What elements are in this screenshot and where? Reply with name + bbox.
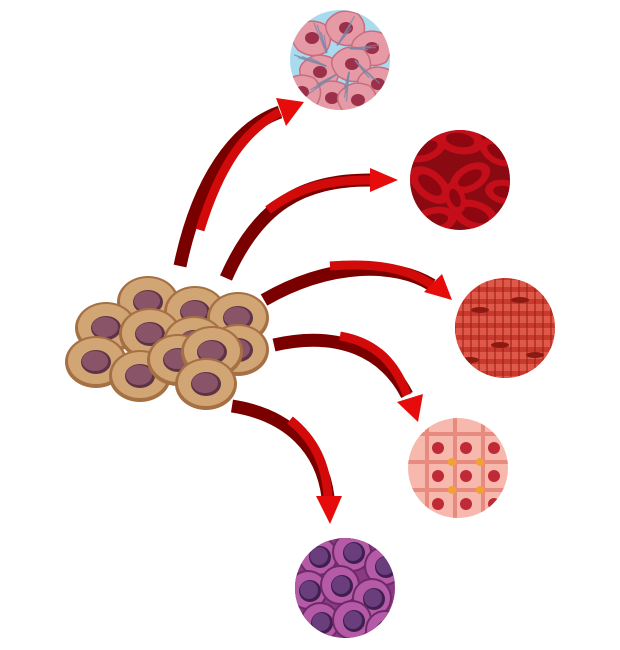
cardiac-nucleus xyxy=(460,442,472,454)
bone-cell-nucleus xyxy=(371,78,385,90)
cardiac-nucleus xyxy=(488,442,500,454)
red-blood-cell xyxy=(485,179,510,205)
arrow-to-bone-cells xyxy=(173,98,304,268)
bone-cell-nucleus xyxy=(295,86,309,98)
bone-cell-nucleus xyxy=(325,92,339,104)
arrow-to-red-blood-cells xyxy=(220,168,398,281)
muscle-nucleus xyxy=(491,342,509,348)
arrows xyxy=(173,98,452,524)
intercalated-disc xyxy=(448,486,456,494)
muscle-fiber xyxy=(455,328,555,335)
cardiac-nucleus xyxy=(432,470,444,482)
arrow-to-skeletal-muscle-cells xyxy=(260,260,452,306)
muscle-fiber xyxy=(455,316,555,323)
red-blood-cell xyxy=(410,166,451,204)
cardiac-nucleus xyxy=(460,498,472,510)
arrow-to-white-blood-cells xyxy=(230,399,342,524)
white-blood-cell xyxy=(320,565,360,605)
muscle-fiber xyxy=(455,364,555,371)
cardiac-band xyxy=(425,418,429,518)
skeletal-muscle-cells-circle xyxy=(455,278,555,378)
cardiac-band xyxy=(408,432,508,436)
white-blood-cell xyxy=(295,570,328,610)
bone-cell-nucleus xyxy=(351,94,365,106)
cardiac-band xyxy=(408,460,508,464)
muscle-fiber xyxy=(455,292,555,299)
cardiac-nucleus xyxy=(432,498,444,510)
white-blood-cells-circle xyxy=(295,538,395,638)
white-blood-cell-nucleus xyxy=(376,620,395,638)
cardiac-nucleus xyxy=(488,498,500,510)
cardiac-nucleus xyxy=(488,470,500,482)
cardiac-nucleus xyxy=(460,470,472,482)
red-blood-cells-circle xyxy=(410,130,510,230)
cardiac-muscle-cells-circle xyxy=(408,418,508,518)
intercalated-disc xyxy=(448,458,456,466)
red-blood-cell xyxy=(436,130,484,155)
arrow-to-cardiac-muscle-cells xyxy=(272,331,423,422)
muscle-nucleus xyxy=(461,357,479,363)
muscle-nucleus xyxy=(471,307,489,313)
bone-cell-nucleus xyxy=(305,32,319,44)
cardiac-band xyxy=(481,418,485,518)
muscle-nucleus xyxy=(526,352,544,358)
white-blood-cell xyxy=(365,610,395,638)
bone-cell-nucleus xyxy=(313,66,327,78)
white-blood-cell xyxy=(332,538,372,572)
cardiac-band xyxy=(408,488,508,492)
stem-cell xyxy=(175,358,237,410)
cardiac-nucleus xyxy=(432,442,444,454)
stem-cell-cluster xyxy=(65,276,269,410)
white-blood-cell xyxy=(332,600,372,638)
intercalated-disc xyxy=(476,486,484,494)
cardiac-band xyxy=(453,418,457,518)
red-blood-cell xyxy=(449,162,491,194)
white-blood-cell xyxy=(298,538,338,576)
red-blood-cell xyxy=(444,182,466,214)
muscle-fiber xyxy=(455,376,555,378)
muscle-fiber xyxy=(455,304,555,311)
muscle-nucleus xyxy=(511,297,529,303)
muscle-fiber xyxy=(455,280,555,287)
intercalated-disc xyxy=(476,458,484,466)
bone-cell xyxy=(337,82,378,110)
muscle-fiber xyxy=(455,352,555,359)
